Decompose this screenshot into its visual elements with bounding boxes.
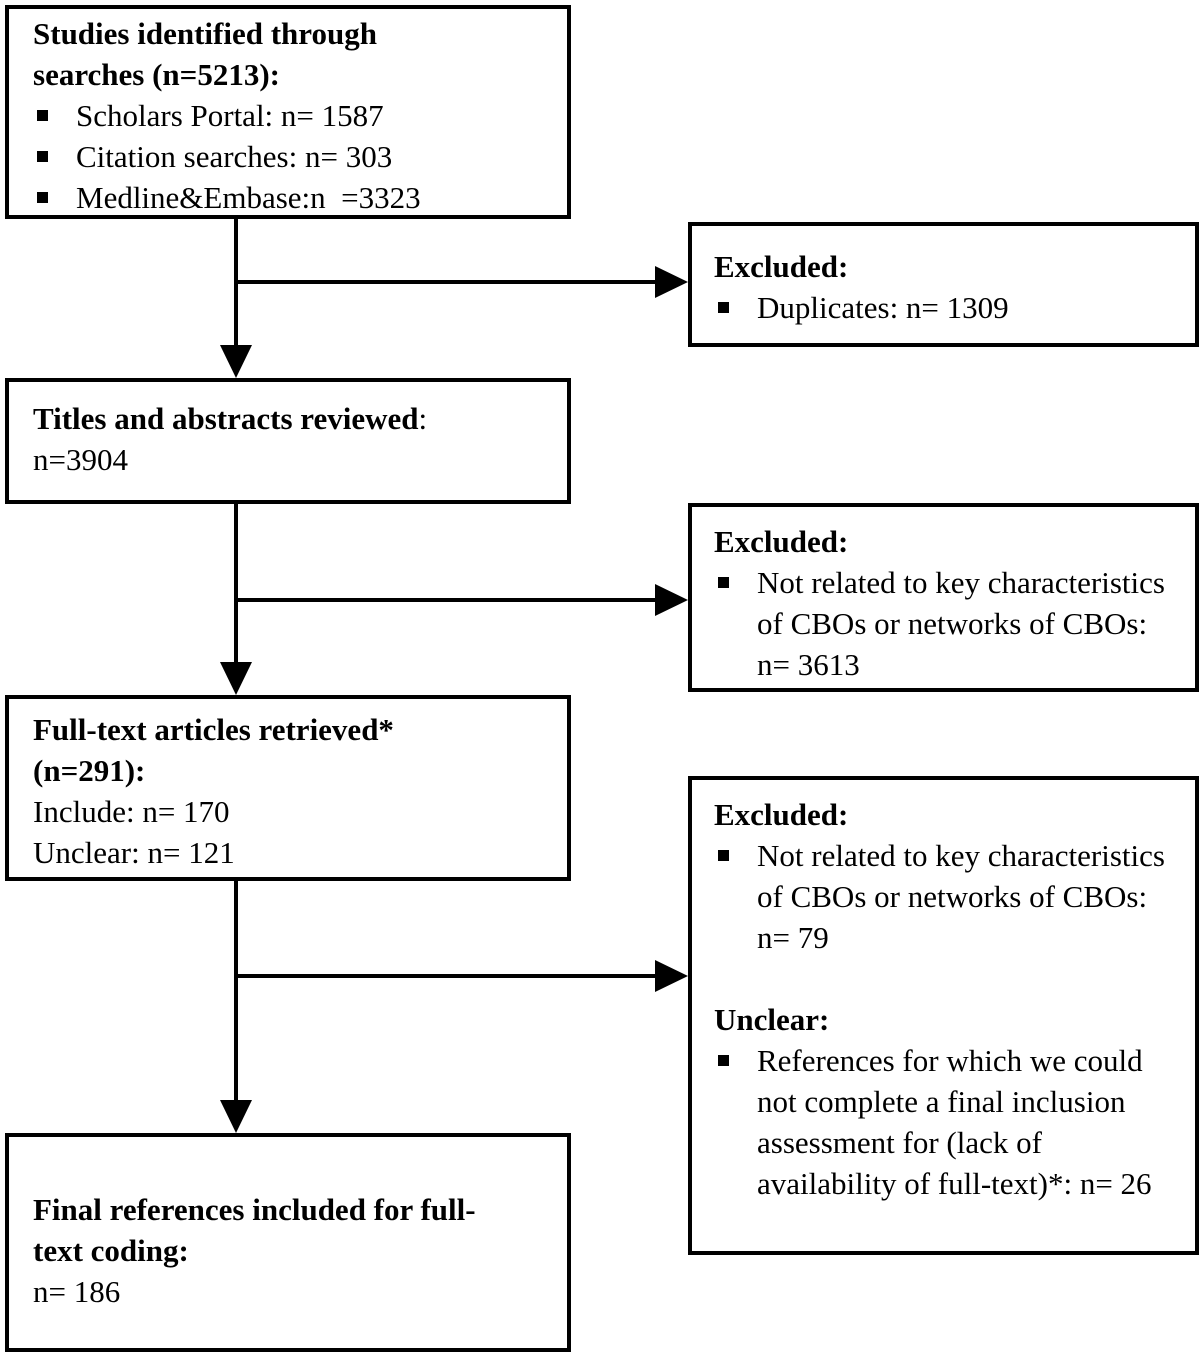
- unclear-heading: Unclear:: [714, 1002, 830, 1037]
- box-excluded-duplicates: Excluded: Duplicates: n= 1309: [688, 222, 1199, 347]
- square-bullet-icon: [37, 151, 48, 162]
- box-titles-abstracts-reviewed: Titles and abstracts reviewed: n=3904: [5, 378, 571, 504]
- list-item: Citation searches: n= 303: [33, 136, 553, 177]
- connector-to-excluded-duplicates-line: [234, 280, 658, 284]
- square-bullet-icon: [718, 1055, 729, 1066]
- excluded-heading: Excluded:: [714, 797, 849, 832]
- source-medline-embase: Medline&Embase:n =3323: [76, 180, 421, 215]
- connector-to-excluded-fulltext-line: [234, 974, 658, 978]
- unclear-fulltext-reason: References for which we could not comple…: [757, 1043, 1152, 1201]
- studies-identified-title-line1: Studies identified through: [33, 16, 377, 51]
- square-bullet-icon: [37, 110, 48, 121]
- excluded-fulltext-reason: Not related to key characteristics of CB…: [757, 838, 1173, 955]
- fulltext-include-count: Include: n= 170: [33, 794, 230, 829]
- list-item: Scholars Portal: n= 1587: [33, 95, 553, 136]
- box-studies-identified: Studies identified through searches (n=5…: [5, 5, 571, 219]
- excluded-heading: Excluded:: [714, 249, 849, 284]
- list-item: Not related to key characteristics of CB…: [714, 835, 1177, 958]
- box-excluded-screening: Excluded: Not related to key characteris…: [688, 503, 1199, 692]
- excluded-screening-reason: Not related to key characteristics of CB…: [757, 565, 1173, 682]
- reviewed-title-line: Titles and abstracts reviewed:: [33, 398, 553, 439]
- list-item: References for which we could not comple…: [714, 1040, 1177, 1204]
- box-final-references: Final references included for full- text…: [5, 1133, 571, 1352]
- connector-to-excluded-screening-line: [234, 598, 658, 602]
- final-title-line1: Final references included for full-: [33, 1192, 476, 1227]
- reviewed-title-colon: :: [418, 401, 428, 436]
- connector-identified-to-reviewed-arrowhead-icon: [220, 345, 252, 378]
- list-item: Not related to key characteristics of CB…: [714, 562, 1177, 685]
- box-excluded-fulltext: Excluded: Not related to key characteris…: [688, 776, 1199, 1255]
- reviewed-count: n=3904: [33, 442, 128, 477]
- source-citation-searches: Citation searches: n= 303: [76, 139, 393, 174]
- connector-to-excluded-duplicates-arrowhead-icon: [655, 266, 688, 298]
- fulltext-unclear-count: Unclear: n= 121: [33, 835, 235, 870]
- square-bullet-icon: [37, 192, 48, 203]
- connector-fulltext-to-final-line: [234, 877, 238, 1103]
- square-bullet-icon: [718, 850, 729, 861]
- final-count: n= 186: [33, 1274, 121, 1309]
- fulltext-title: Full-text articles retrieved*: [33, 712, 394, 747]
- excluded-heading: Excluded:: [714, 524, 849, 559]
- connector-reviewed-to-fulltext-arrowhead-icon: [220, 662, 252, 695]
- list-item: Medline&Embase:n =3323: [33, 177, 553, 218]
- connector-fulltext-to-final-arrowhead-icon: [220, 1100, 252, 1133]
- box-fulltext-retrieved: Full-text articles retrieved* (n=291): I…: [5, 695, 571, 881]
- final-title-line2: text coding:: [33, 1233, 189, 1268]
- square-bullet-icon: [718, 302, 729, 313]
- list-item: Duplicates: n= 1309: [714, 287, 1177, 328]
- square-bullet-icon: [718, 577, 729, 588]
- connector-to-excluded-fulltext-arrowhead-icon: [655, 960, 688, 992]
- connector-reviewed-to-fulltext-line: [234, 501, 238, 665]
- fulltext-subtitle: (n=291):: [33, 753, 146, 788]
- excluded-duplicates-count: Duplicates: n= 1309: [757, 290, 1009, 325]
- reviewed-title: Titles and abstracts reviewed: [33, 401, 419, 436]
- studies-identified-title-line2: searches (n=5213):: [33, 57, 280, 92]
- connector-to-excluded-screening-arrowhead-icon: [655, 584, 688, 616]
- source-scholars-portal: Scholars Portal: n= 1587: [76, 98, 384, 133]
